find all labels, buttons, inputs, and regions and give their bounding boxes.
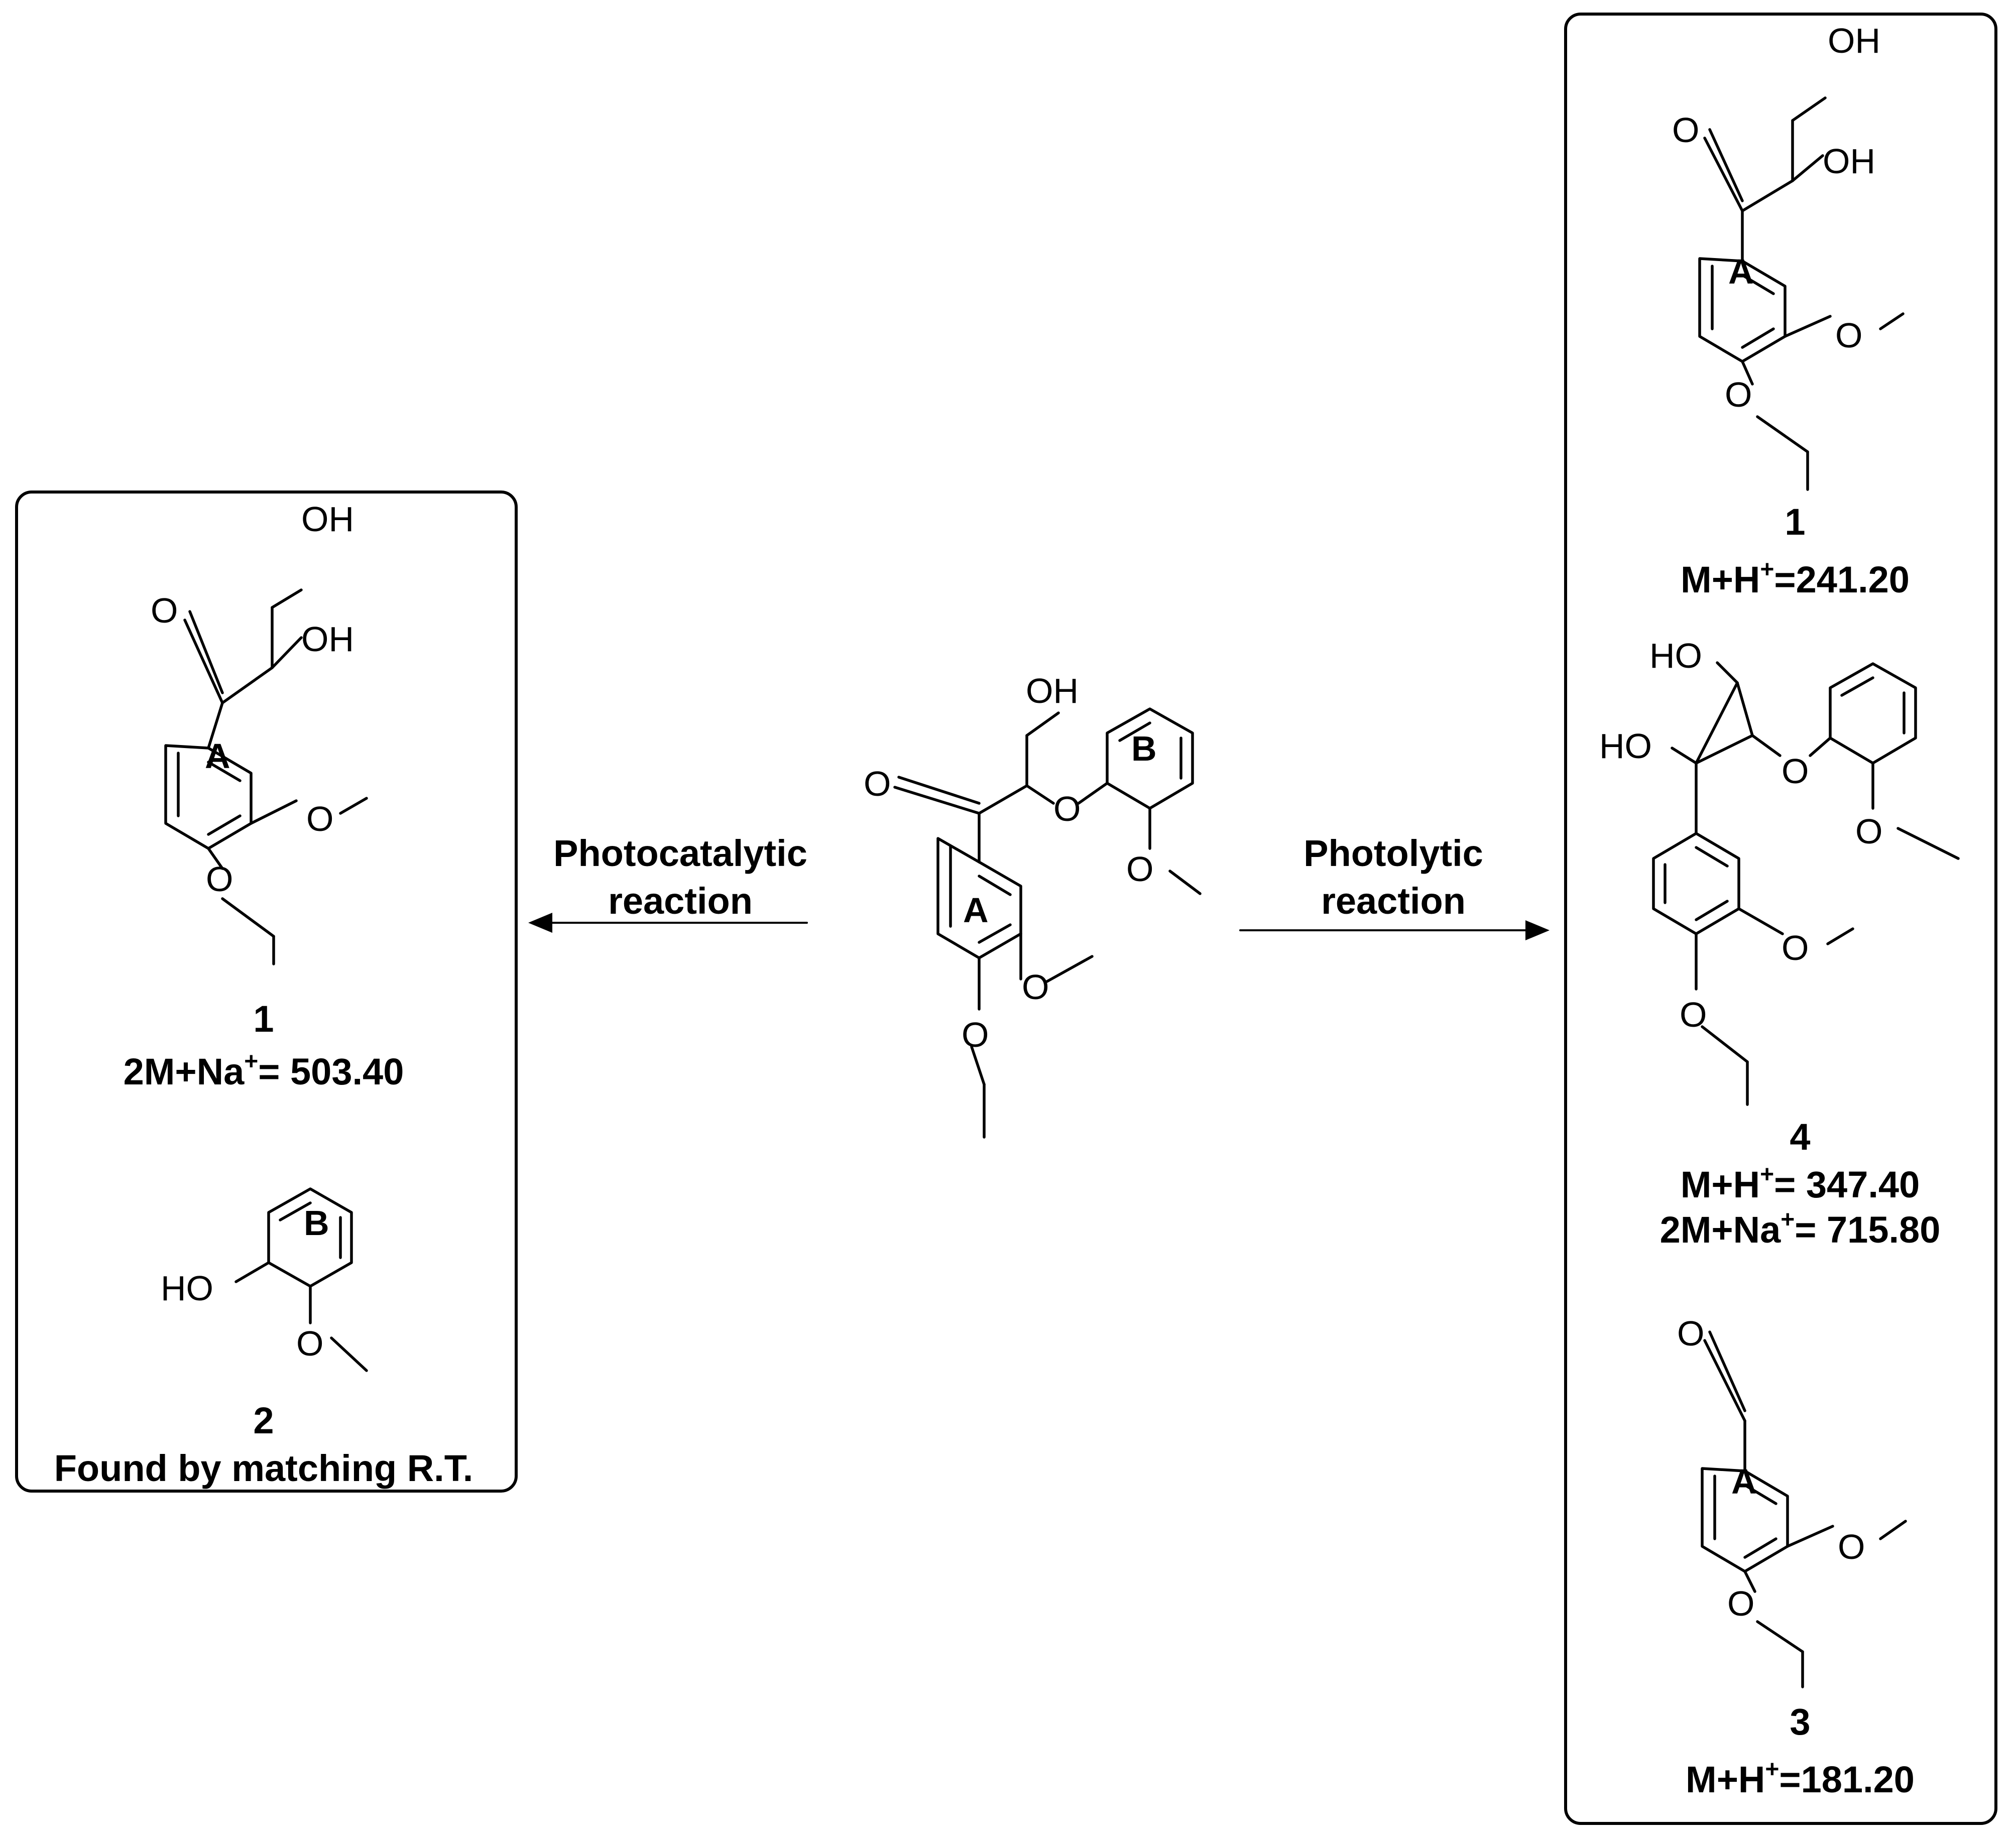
photolytic-label-2: reaction: [1321, 880, 1466, 922]
ho-label: HO: [1599, 726, 1652, 766]
mass-value: 2M+Na+= 503.40: [124, 1048, 404, 1092]
methoxy-o-label: O: [1126, 849, 1153, 889]
oh-label: OH: [1823, 142, 1875, 181]
oh-label: OH: [301, 500, 354, 539]
ring-a-label: A: [1728, 252, 1754, 291]
compound-note: Found by matching R.T.: [54, 1447, 473, 1489]
methoxy-o-label: O: [1835, 316, 1862, 355]
right-compound-4: HO HO O O O O 4 M+H+= 347.40 2M+Na+= 715…: [1599, 636, 1960, 1251]
ethoxy-o-label: O: [206, 860, 233, 899]
methoxy-o-label: O: [1838, 1527, 1865, 1566]
left-compound-1: OH O OH O O A 1 2M+Na+= 503.40: [124, 500, 404, 1092]
ho-label: HO: [1649, 636, 1702, 675]
ethoxy-o-label: O: [1725, 375, 1752, 414]
photocatalytic-label: Photocatalytic: [553, 832, 807, 874]
compound-number: 2: [253, 1400, 274, 1441]
carbonyl-o-label: O: [1672, 110, 1699, 150]
methoxy-o-label: O: [1022, 967, 1049, 1007]
mass-value: M+H+= 347.40: [1681, 1161, 1920, 1205]
oh-label: OH: [1026, 671, 1079, 710]
ethoxy-o-label: O: [1727, 1584, 1754, 1623]
compound-number: 4: [1790, 1116, 1810, 1158]
ho-label: HO: [161, 1269, 213, 1308]
ether-o-label: O: [1782, 752, 1809, 791]
ethoxy-o-label: O: [1680, 995, 1707, 1034]
mass-value: M+H+=241.20: [1681, 556, 1910, 600]
compound-number: 1: [253, 998, 274, 1040]
right-product-box: [1564, 13, 1997, 1825]
photocatalytic-label-2: reaction: [608, 880, 753, 922]
mass-value: M+H+=181.20: [1686, 1756, 1915, 1800]
ring-b-label: B: [304, 1203, 329, 1243]
ring-a-label: A: [1731, 1462, 1757, 1501]
ring-a-label: A: [205, 737, 230, 776]
mass-value: 2M+Na+= 715.80: [1660, 1206, 1941, 1251]
left-compound-2: HO O B 2 Found by matching R.T.: [54, 1187, 473, 1489]
ring-b-label: B: [1131, 729, 1157, 768]
oh-label: OH: [1828, 21, 1880, 60]
left-product-box: [15, 491, 518, 1493]
compound-number: 3: [1790, 1701, 1810, 1743]
photolytic-label: Photolytic: [1303, 832, 1483, 874]
photocatalytic-arrow: Photocatalytic reaction: [528, 832, 808, 933]
carbonyl-o-label: O: [151, 591, 178, 630]
compound-number: 1: [1785, 501, 1805, 543]
methoxy-o-label: O: [1855, 812, 1882, 851]
ether-o-label: O: [1053, 789, 1081, 828]
photolytic-arrow: Photolytic reaction: [1239, 832, 1550, 940]
carbonyl-o-label: O: [864, 764, 891, 803]
oh-label: OH: [301, 620, 354, 659]
ring-a-label: A: [963, 891, 989, 930]
ethoxy-o-label: O: [962, 1015, 989, 1054]
methoxy-o-label: O: [306, 799, 333, 838]
aldehyde-o-label: O: [1677, 1314, 1704, 1353]
right-compound-1: OH O OH O O A 1 M+H+=241.20: [1672, 21, 1910, 600]
starting-material: OH O O O O O A B: [864, 671, 1202, 1139]
right-compound-3: O O O A 3 M+H+=181.20: [1677, 1314, 1915, 1800]
methoxy-o-label: O: [296, 1324, 323, 1363]
methoxy-o-label: O: [1782, 928, 1809, 967]
